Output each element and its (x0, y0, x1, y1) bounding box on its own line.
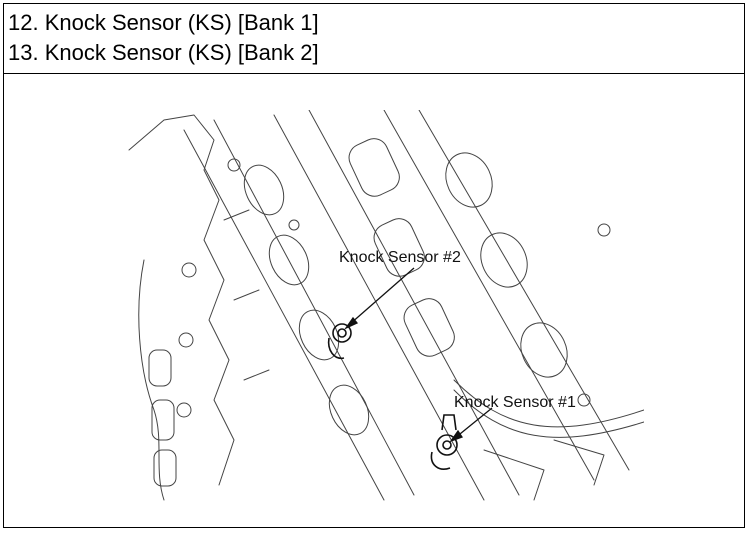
callout-knock-sensor-2: Knock Sensor #2 (339, 249, 461, 266)
knock-sensor-2-icon (327, 323, 352, 360)
engine-line-drawing: Knock Sensor #2 Knock Sensor #1 (128, 110, 644, 501)
header-cell: 12. Knock Sensor (KS) [Bank 1] 13. Knock… (4, 4, 744, 74)
knock-sensor-1-icon (430, 414, 458, 470)
callout-knock-sensor-1: Knock Sensor #1 (454, 394, 576, 411)
header-line-bank-2: 13. Knock Sensor (KS) [Bank 2] (8, 40, 319, 65)
figure-cell: Knock Sensor #2 Knock Sensor #1 (4, 74, 744, 527)
header-line-bank-1: 12. Knock Sensor (KS) [Bank 1] (8, 10, 319, 35)
document-table: 12. Knock Sensor (KS) [Bank 1] 13. Knock… (3, 3, 745, 528)
